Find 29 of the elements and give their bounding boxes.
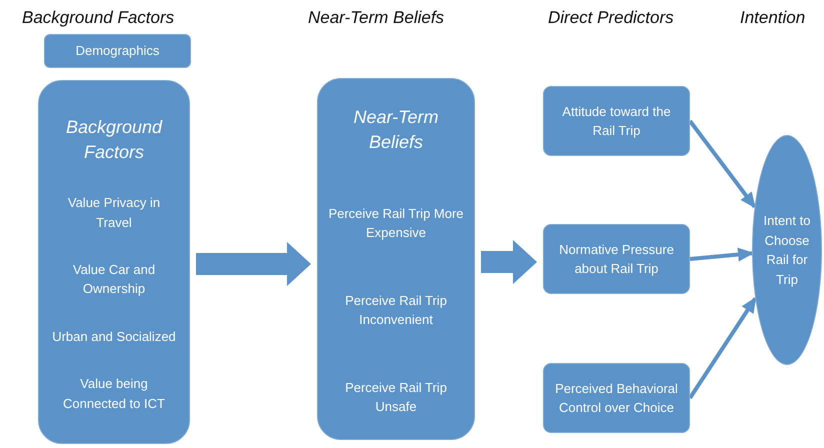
node-text: Urban and Socialized (51, 328, 177, 346)
node-text: Value Privacy in Travel (66, 194, 162, 232)
column-heading: Direct Predictors (548, 8, 674, 28)
column-heading: Background Factors (22, 8, 174, 28)
box-heading: Near-Term Beliefs (352, 106, 440, 154)
node-text: Perceive Rail Trip Unsafe (344, 378, 448, 416)
node-text: Normative Pressure about Rail Trip (558, 240, 675, 278)
process-box (543, 363, 690, 433)
block-arrow (196, 242, 311, 286)
process-box (44, 34, 191, 68)
process-box (543, 86, 690, 156)
node-text: Demographics (74, 42, 160, 60)
group-box (317, 78, 475, 440)
node-text: Value being Connected to ICT (62, 375, 166, 412)
column-heading: Intention (740, 8, 806, 28)
process-box (543, 224, 690, 294)
node-text: Attitude toward the Rail Trip (561, 102, 672, 140)
arrow (688, 296, 757, 400)
group-box (38, 80, 190, 444)
node-text: Value Car and Ownership (72, 260, 156, 298)
node-text: Perceive Rail Trip Inconvenient (344, 292, 448, 330)
node-text: Perceive Rail Trip More Expensive (327, 204, 465, 242)
arrow (688, 120, 756, 208)
node-text: Perceived Behavioral Control over Choice (554, 380, 679, 417)
box-heading: Background Factors (64, 116, 164, 164)
node-text: Intent to Choose Rail for Trip (762, 212, 812, 289)
block-arrow (481, 240, 537, 284)
column-heading: Near-Term Beliefs (308, 8, 444, 28)
arrow (690, 248, 754, 262)
